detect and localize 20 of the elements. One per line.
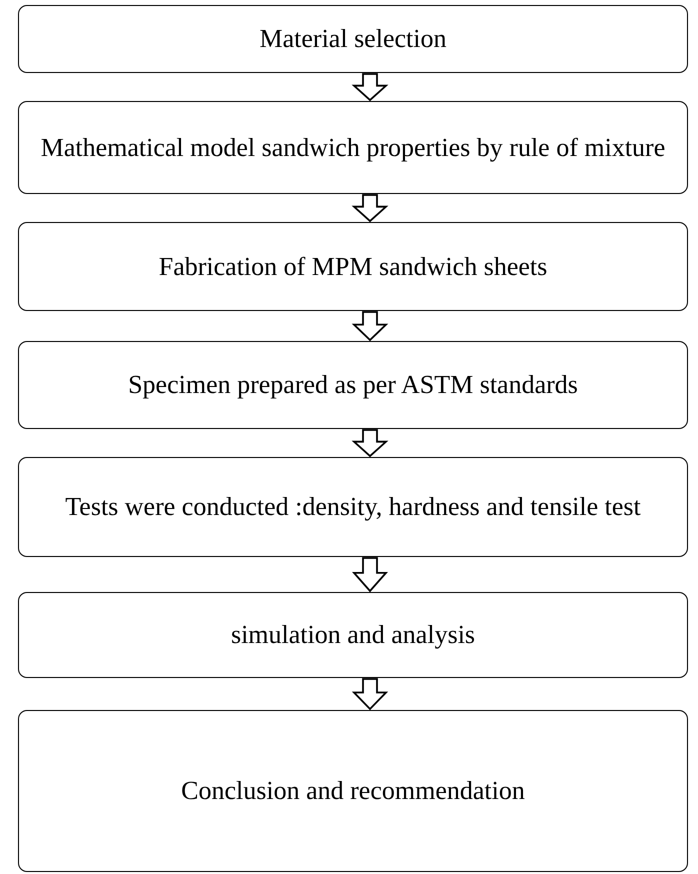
block-arrow: [352, 429, 388, 458]
step-text: Conclusion and recommendation: [181, 775, 525, 807]
step-text: Fabrication of MPM sandwich sheets: [158, 250, 548, 282]
step-text: Mathematical model sandwich properties by rule of mixture: [40, 132, 666, 164]
process-box: [18, 457, 688, 557]
step-text: Tests were conducted :density, hardness and tensile test: [65, 491, 641, 523]
process-box: [18, 710, 688, 872]
block-arrow: [352, 557, 388, 592]
process-box: [18, 341, 688, 429]
process-box: [18, 101, 688, 194]
step-text: Material selection: [260, 23, 446, 55]
block-arrow: [352, 678, 388, 710]
block-arrow: [352, 311, 388, 342]
process-box: [18, 592, 688, 678]
block-arrow: [352, 73, 388, 102]
step-text: Specimen prepared as per ASTM standards: [128, 369, 578, 401]
process-box: [18, 222, 688, 311]
process-box: [18, 5, 688, 73]
block-arrow: [352, 194, 388, 222]
step-text: simulation and analysis: [230, 619, 476, 651]
